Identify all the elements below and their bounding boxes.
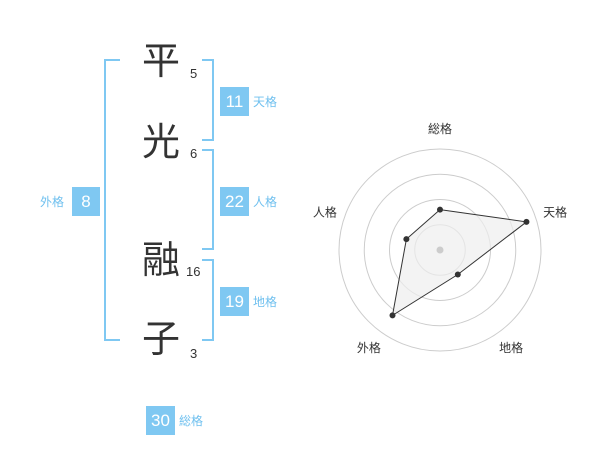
jinkaku-bracket [202, 149, 214, 250]
chikaku-bracket [202, 259, 214, 341]
radar-center [436, 246, 444, 254]
radar-point [454, 271, 461, 278]
chikaku-label: 地格 [253, 295, 278, 309]
radar-axis-label: 総格 [428, 121, 452, 136]
radar-axis-label: 天格 [543, 205, 567, 220]
name-char-1: 平 [142, 39, 181, 83]
name-char-4: 子 [142, 317, 181, 361]
jinkaku-badge: 22 [220, 187, 249, 216]
gaikaku-label: 外格 [40, 195, 65, 209]
name-char-2: 光 [142, 120, 181, 164]
name-char-3: 融 [142, 238, 181, 282]
chikaku-badge: 19 [220, 287, 249, 316]
radar-ring [338, 148, 542, 352]
soukaku-badge: 30 [146, 406, 175, 435]
gaikaku-bracket [104, 59, 120, 341]
radar-point [523, 218, 530, 225]
tenkaku-label: 天格 [253, 95, 278, 109]
radar-axis-label: 外格 [357, 340, 381, 355]
radar-axis-label: 人格 [313, 205, 337, 220]
radar-axis-label: 地格 [499, 340, 523, 355]
radar-point [437, 206, 443, 213]
radar-shape [391, 209, 528, 317]
jinkaku-label: 人格 [253, 195, 278, 209]
tenkaku-badge: 11 [220, 87, 249, 116]
radar-points [389, 206, 530, 319]
tenkaku-bracket [202, 59, 214, 141]
soukaku-label: 総格 [179, 414, 204, 428]
radar-point [403, 236, 410, 243]
radar-point [389, 312, 396, 319]
stroke-count-2: 6 [190, 146, 198, 161]
stroke-count-1: 5 [190, 66, 198, 81]
stroke-count-3: 16 [186, 264, 201, 279]
gaikaku-badge: 8 [72, 187, 100, 216]
radar-ring [363, 173, 517, 327]
stroke-count-4: 3 [190, 346, 198, 361]
